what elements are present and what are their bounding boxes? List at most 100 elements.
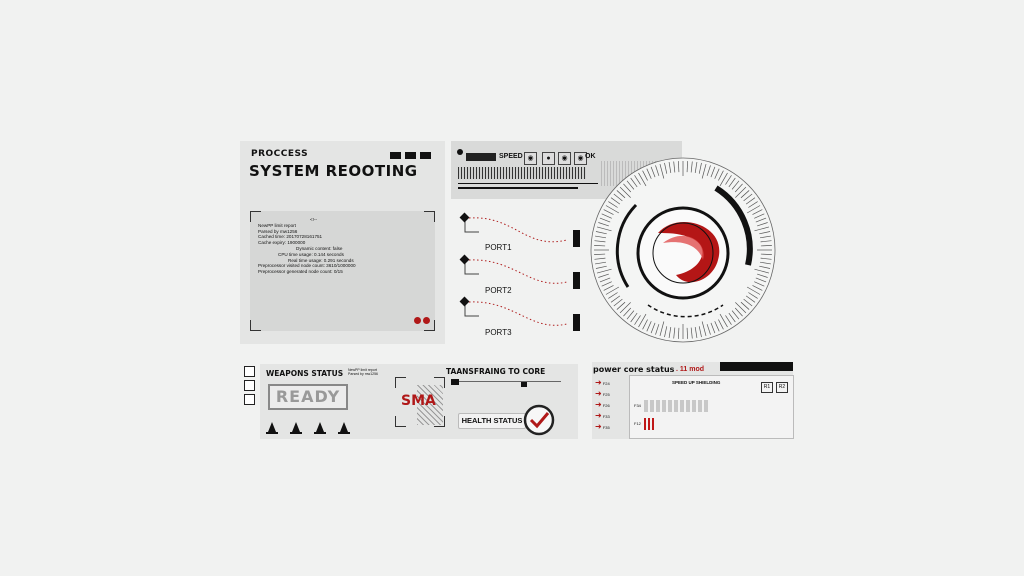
r1-button[interactable]: R1 <box>761 382 773 393</box>
dial-tick <box>638 172 647 187</box>
dial-tick <box>757 222 768 227</box>
process-panel: PROCCESS SYSTEM REOOTING <!-- NewPP limi… <box>240 141 445 344</box>
ok-button[interactable]: OK <box>585 153 596 160</box>
power-sub: . 11 mod <box>676 366 705 373</box>
sma-label: SMA <box>401 393 436 409</box>
dial-tick <box>601 281 612 287</box>
shield-module: SPEED UP SHIELDING R1 R2 F34 F12 <box>629 375 794 439</box>
dial-tick <box>659 321 665 337</box>
sma-module: SMA <box>395 377 445 427</box>
dial-tick <box>755 217 767 223</box>
dial-tick <box>595 265 607 269</box>
dial-tick <box>752 209 763 215</box>
dial-tick <box>599 277 611 283</box>
dial-tick <box>608 292 618 299</box>
dial-tick <box>619 302 631 314</box>
dial-tick <box>701 163 707 179</box>
dial-tick <box>601 213 612 219</box>
dial-tick <box>642 319 648 330</box>
mode-button-2[interactable]: ● <box>542 152 555 165</box>
dial-tick <box>740 190 750 199</box>
dial-tick <box>757 273 768 278</box>
dial-tick <box>731 180 740 190</box>
dial-tick <box>754 213 765 219</box>
port-2-label[interactable]: PORT2 <box>485 286 512 295</box>
dial-tick <box>701 321 707 337</box>
dial-tick <box>595 231 607 235</box>
ready-status: READY <box>268 384 348 410</box>
transfer-title: TAANSFRAING TO CORE <box>446 367 546 376</box>
dial-tick <box>613 193 623 202</box>
dial-tick <box>719 313 728 328</box>
health-status-button[interactable]: HEALTH STATUS <box>458 413 526 429</box>
dial-tick <box>706 165 711 176</box>
dial-tick <box>710 322 716 334</box>
dial-tick <box>686 327 689 339</box>
dial-tick <box>595 261 607 265</box>
mode-button-3[interactable]: ◉ <box>558 152 571 165</box>
r2-button[interactable]: R2 <box>776 382 788 393</box>
system-log: <!-- NewPP limit report Parsed by mw1256… <box>258 217 356 275</box>
dial-tick <box>603 209 614 215</box>
transfer-track <box>451 381 561 382</box>
dial-tick <box>634 175 641 185</box>
port-wiring: PORT1 PORT2 PORT3 <box>455 210 590 350</box>
dial-tick <box>759 261 771 265</box>
dial-tick <box>616 190 626 199</box>
dial-tick <box>646 321 652 332</box>
speed-up-label: SPEED UP SHIELDING <box>672 380 721 385</box>
dial-tick <box>596 226 612 232</box>
dial-tick <box>686 161 689 173</box>
dial-tick <box>746 205 761 214</box>
dial-tick <box>728 312 736 323</box>
dial-tick <box>677 327 680 339</box>
dial-tick <box>714 168 720 179</box>
dial-tick <box>664 326 668 338</box>
dial-tick <box>748 292 758 299</box>
dial-tick <box>599 217 611 223</box>
f3-label: F34 <box>634 403 641 408</box>
dial-tick <box>760 253 772 256</box>
bell-icons <box>265 419 360 440</box>
dial-tick <box>668 162 672 174</box>
dial-tick <box>605 205 620 214</box>
port-3-label[interactable]: PORT3 <box>485 328 512 337</box>
dial-tick <box>759 235 771 239</box>
transfer-block <box>451 379 459 385</box>
port-1-label[interactable]: PORT1 <box>485 243 512 252</box>
transfer-block <box>521 382 527 387</box>
dial-tick <box>718 319 724 330</box>
f2-label: F12 <box>634 421 641 426</box>
dial-tick <box>694 326 698 338</box>
dial-tick <box>748 201 758 208</box>
dial-tick <box>630 177 638 188</box>
mode-button-4[interactable]: ◉ <box>574 152 587 165</box>
dial-tick <box>752 285 763 291</box>
log-screen: <!-- NewPP limit report Parsed by mw1256… <box>250 211 435 331</box>
dial-tick <box>623 307 632 317</box>
dial-tick <box>646 168 652 179</box>
dial-tick <box>634 315 641 325</box>
dial-tick <box>706 324 711 335</box>
dial-tick <box>760 244 772 247</box>
dial-tick <box>759 265 771 269</box>
dial-tick <box>659 163 665 179</box>
dial-tick <box>710 166 716 178</box>
weapon-checkbox-3[interactable] <box>244 394 255 405</box>
dial-tick <box>595 235 607 239</box>
dial-tick <box>613 298 623 307</box>
dial-tick <box>743 193 753 202</box>
process-kicker: PROCCESS <box>251 149 309 159</box>
core-swirl <box>658 221 720 283</box>
weapons-title: WEAPONS STATUS <box>266 369 344 378</box>
dial-tick <box>698 326 702 338</box>
dial-tick <box>642 170 648 181</box>
dial-tick <box>630 312 638 323</box>
radar-dial <box>588 155 778 345</box>
weapon-checkbox-2[interactable] <box>244 380 255 391</box>
mode-button-1[interactable]: ◉ <box>524 152 537 165</box>
dial-tick <box>626 180 635 190</box>
dial-tick <box>626 310 635 320</box>
weapon-checkbox-1[interactable] <box>244 366 255 377</box>
